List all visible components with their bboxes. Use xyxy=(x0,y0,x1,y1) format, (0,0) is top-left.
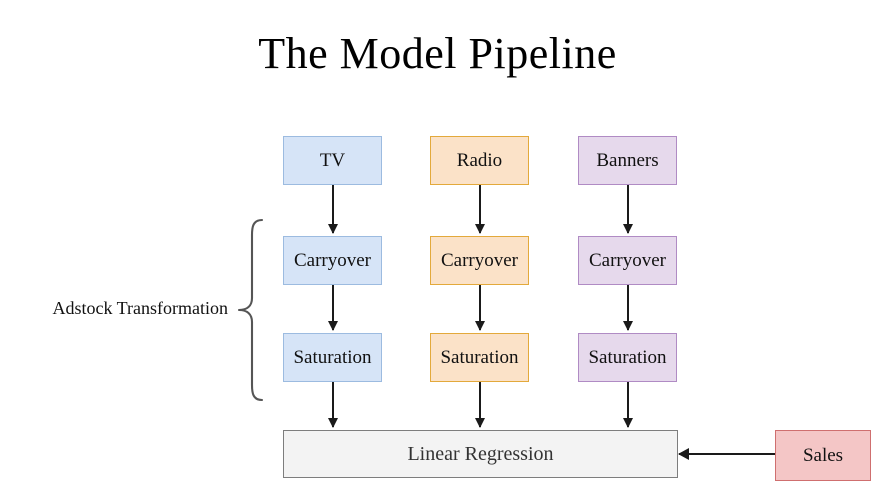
node-saturation-tv[interactable]: Saturation xyxy=(283,333,382,382)
node-sales[interactable]: Sales xyxy=(775,430,871,481)
adstock-brace xyxy=(236,218,266,402)
node-saturation-banners[interactable]: Saturation xyxy=(578,333,677,382)
arrow-banners-saturation-to-regression xyxy=(626,382,629,427)
arrow-radio-saturation-to-regression xyxy=(478,382,481,427)
arrow-tv-to-carryover xyxy=(331,185,334,233)
arrow-tv-saturation-to-regression xyxy=(331,382,334,427)
node-channel-radio[interactable]: Radio xyxy=(430,136,529,185)
node-channel-banners[interactable]: Banners xyxy=(578,136,677,185)
node-saturation-radio[interactable]: Saturation xyxy=(430,333,529,382)
arrow-banners-to-carryover xyxy=(626,185,629,233)
node-linear-regression[interactable]: Linear Regression xyxy=(283,430,678,478)
node-carryover-tv[interactable]: Carryover xyxy=(283,236,382,285)
node-carryover-banners[interactable]: Carryover xyxy=(578,236,677,285)
arrow-sales-to-regression xyxy=(679,453,775,455)
brace-icon xyxy=(237,218,264,402)
page-title: The Model Pipeline xyxy=(258,29,617,78)
arrow-radio-to-carryover xyxy=(478,185,481,233)
node-carryover-radio[interactable]: Carryover xyxy=(430,236,529,285)
adstock-transformation-label: Adstock Transformation xyxy=(52,298,229,318)
node-channel-tv[interactable]: TV xyxy=(283,136,382,185)
arrow-radio-carryover-to-saturation xyxy=(478,285,481,330)
arrow-banners-carryover-to-saturation xyxy=(626,285,629,330)
arrow-tv-carryover-to-saturation xyxy=(331,285,334,330)
